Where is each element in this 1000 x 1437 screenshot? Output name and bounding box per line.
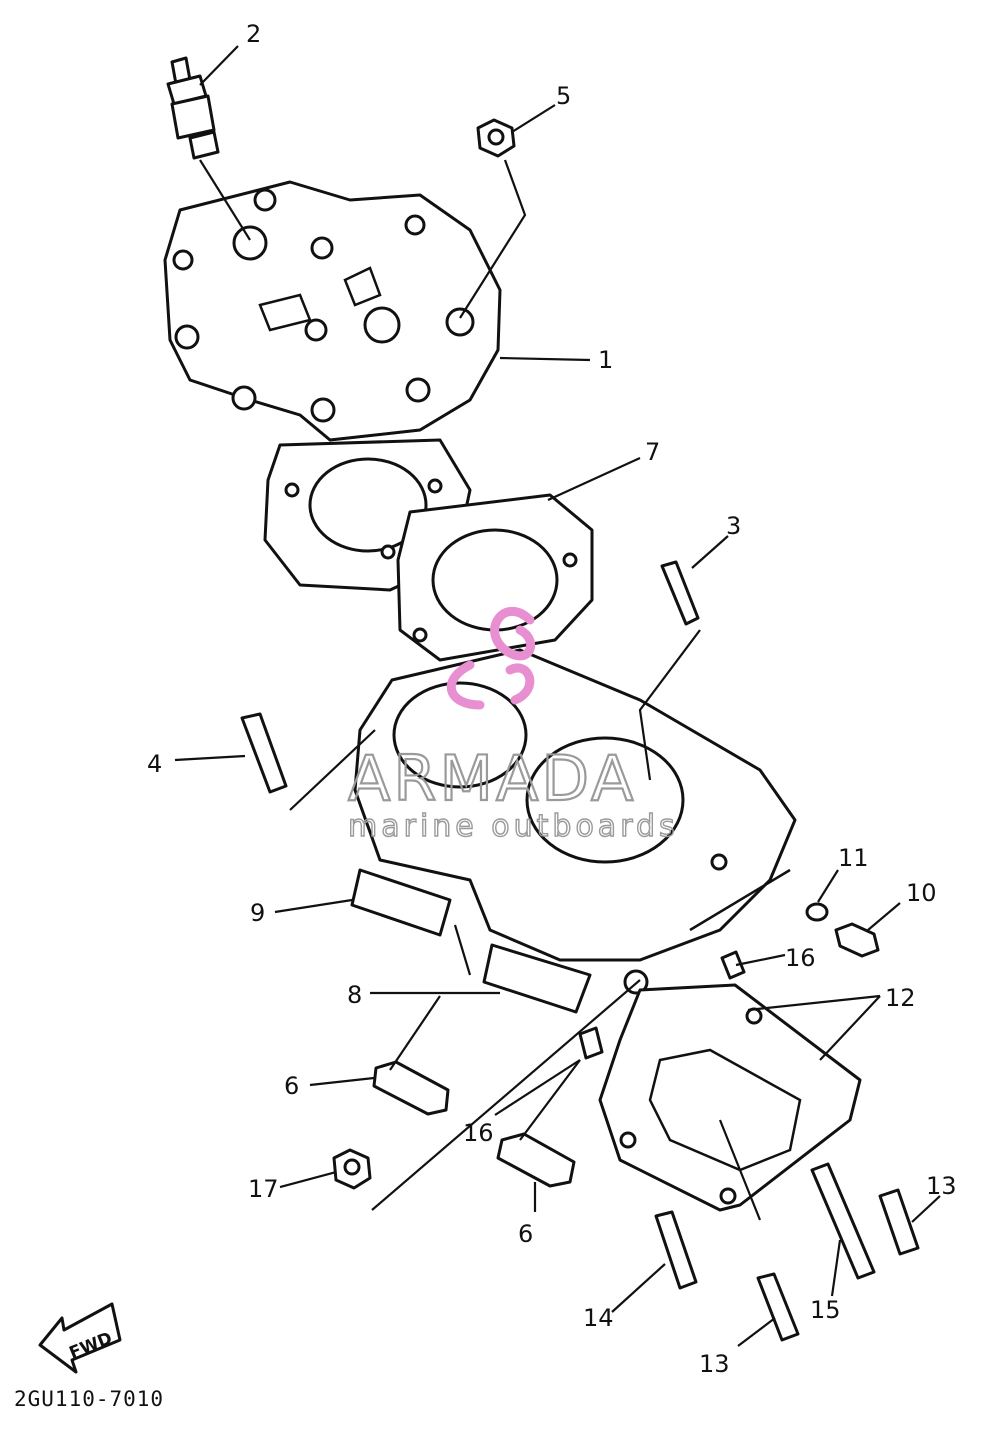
- catalog-code: 2GU110-7010: [14, 1387, 164, 1411]
- callout-13-right: 13: [926, 1172, 957, 1200]
- callout-4: 4: [147, 750, 162, 778]
- nut-part: [476, 118, 516, 158]
- callout-11: 11: [838, 844, 869, 872]
- callout-10: 10: [906, 879, 937, 907]
- bolt-washer-part: [805, 902, 880, 958]
- watermark-brand: ARMADA: [348, 742, 636, 815]
- callout-5: 5: [556, 82, 571, 110]
- dowel-pin-part: [578, 950, 746, 1060]
- callout-12: 12: [885, 984, 916, 1012]
- stud-4-part: [240, 712, 288, 794]
- callout-1: 1: [598, 346, 613, 374]
- lower-nut-part: [332, 1148, 372, 1190]
- callout-6-upper: 6: [284, 1072, 299, 1100]
- callout-14: 14: [583, 1304, 614, 1332]
- callout-15: 15: [810, 1296, 841, 1324]
- callout-9: 9: [250, 899, 265, 927]
- cylinder-head-part: [163, 180, 502, 442]
- callout-17: 17: [248, 1175, 279, 1203]
- head-gasket-part: [263, 438, 594, 662]
- watermark-tagline: marine outboards: [348, 809, 679, 844]
- callout-8: 8: [347, 981, 362, 1009]
- callout-13-bottom: 13: [699, 1350, 730, 1378]
- cylinder-block-part: [350, 648, 797, 1014]
- watermark-logo-icon: [446, 606, 536, 710]
- callout-2: 2: [246, 20, 261, 48]
- fwd-arrow-icon: FWD: [38, 1302, 122, 1374]
- callout-7: 7: [645, 438, 660, 466]
- base-gasket-part: [598, 983, 862, 1212]
- callout-labels: 2 5 1 7 3 4 11 10 9 16 8 12 6 16 17 6 13…: [147, 20, 957, 1378]
- lower-studs-part: [654, 1162, 920, 1342]
- stud-3-part: [660, 560, 700, 626]
- armada-watermark: ARMADA marine outboards: [347, 606, 679, 845]
- callout-16-upper: 16: [785, 944, 816, 972]
- spark-plug-part: [166, 56, 220, 160]
- leader-lines: [174, 45, 941, 1347]
- callout-6-lower: 6: [518, 1220, 533, 1248]
- callout-3: 3: [726, 512, 741, 540]
- callout-16-lower: 16: [463, 1119, 494, 1147]
